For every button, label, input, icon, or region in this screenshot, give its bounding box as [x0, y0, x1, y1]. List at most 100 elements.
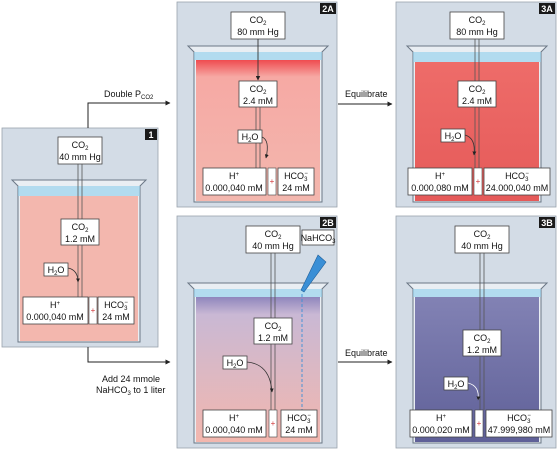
panel-2a-tag: 2A: [322, 4, 334, 14]
panel-1-tag-bg: [145, 129, 157, 140]
panel-3b-split-bar: [474, 409, 484, 438]
panel-2b-h-box: [202, 409, 267, 438]
panel-3b-co2-gas-box: [454, 225, 510, 254]
panel-3b: 3B CO2 40 mm Hg CO2 1.2 mM H2O H+ 0.000,…: [395, 215, 557, 449]
panel-3a-co2-diss-value: 2.4 mM: [462, 96, 492, 106]
panel-3a-tag-bg: [539, 3, 555, 14]
panel-3a-hco3-box: [483, 167, 551, 196]
panel-2b-co2-diss-box: [253, 317, 293, 345]
panel-3a-h-label: H+: [435, 171, 446, 181]
panel-3b-h2o-box: [443, 376, 469, 391]
panel-1-hco3-label: HCO3−: [104, 300, 128, 312]
panel-3a-split-bar: [473, 167, 483, 196]
panel-3b-h-box: [409, 409, 473, 438]
panel-1-co2-gas-box: [57, 136, 103, 165]
panel-2b-co2-diss-label: CO2: [265, 321, 283, 333]
panel-3b-co2-diss-value: 1.2 mM: [467, 345, 497, 355]
panel-1-water-rim: [18, 186, 140, 196]
panel-3b-hco3-box: [485, 409, 553, 438]
panel-1: 1 CO2 40 mm Hg CO2 1.2 mM H2O H+ 0.000,0…: [1, 127, 159, 348]
panel-2a-plus-marker: +: [270, 177, 275, 186]
panel-3b-co2-gas-label: CO2: [474, 229, 492, 241]
panel-2a-co2-diss-value: 2.4 mM: [243, 96, 273, 106]
panel-2a-h2o-arrow: [261, 136, 269, 159]
panel-3a-h-box: [407, 167, 473, 196]
flow-arrows: Double PCO2 Equilibrate Add 24 mmole NaH…: [87, 89, 393, 397]
panel-3a-water-rim: [413, 52, 541, 62]
panel-2a-split-bar: [267, 167, 277, 196]
panel-2b-split-bar: [268, 409, 278, 438]
panel-3a-co2-gas-value: 80 mm Hg: [456, 27, 498, 37]
panel-3b-co2-diss-box: [462, 329, 502, 357]
panel-3a-hco3-value: 24.000,040 mM: [486, 183, 549, 193]
arrow-double-pco2: [87, 100, 171, 128]
panel-3a-h2o-label: H2O: [445, 131, 462, 143]
panel-2b-hco3-value: 24 mM: [285, 425, 313, 435]
panel-3b-water-rim: [413, 289, 541, 297]
panel-3a-co2-gas-label: CO2: [469, 15, 487, 27]
panel-3b-h-label: H+: [436, 413, 447, 423]
panel-3b-co2-gas-value: 40 mm Hg: [461, 241, 503, 251]
panel-2b-water-rim: [194, 289, 322, 297]
panel-2b-nahco3-label: NaHCO3: [301, 233, 337, 245]
panel-2a-co2-diss-box: [238, 80, 278, 108]
panel-3a-tag: 3A: [541, 4, 553, 14]
panel-1-co2-gas-value: 40 mm Hg: [59, 152, 101, 162]
panel-1-hco3-value: 24 mM: [102, 312, 130, 322]
panel-1-co2-gas-label: CO2: [72, 140, 90, 152]
panel-3a-h-value: 0.000,080 mM: [411, 183, 469, 193]
arrow-equilibrate-top-label: Equilibrate: [345, 89, 388, 99]
panel-1-h-value: 0.000,040 mM: [26, 312, 84, 322]
panel-3b-h2o-arrow: [467, 382, 481, 401]
panel-3a-co2-diss-label: CO2: [469, 84, 487, 96]
panel-2a-tag-bg: [320, 3, 336, 14]
panel-1-h-box: [22, 296, 89, 325]
panel-2a-hco3-value: 24 mM: [282, 183, 310, 193]
panel-2a: 2A CO2 80 mm Hg CO2 2.4 mM H2O H+ 0.000,…: [176, 1, 338, 208]
panel-3a-hco3-label: HCO3−: [505, 171, 529, 183]
panel-2a-h-label: H+: [229, 171, 240, 181]
panel-3b-co2-diss-label: CO2: [474, 333, 492, 345]
panel-3b-hco3-value: 47.999,980 mM: [488, 425, 551, 435]
panel-1-plus-marker: +: [91, 306, 96, 315]
panel-1-co2-diss-label: CO2: [72, 222, 90, 234]
arrow-add-nahco3: [87, 347, 171, 365]
panel-2a-co2-diss-label: CO2: [250, 84, 268, 96]
panel-2a-h-value: 0.000,040 mM: [205, 183, 263, 193]
panel-3a-h2o-arrow: [464, 134, 477, 156]
panel-3b-plus-marker: +: [477, 419, 482, 428]
panel-3b-h2o-label: H2O: [448, 379, 465, 391]
arrow-double-pco2-label: Double PCO2: [104, 89, 154, 101]
panel-2b-h-value: 0.000,040 mM: [205, 425, 263, 435]
panel-2a-co2-gas-value: 80 mm Hg: [237, 27, 279, 37]
panel-2b-hco3-label: HCO3−: [287, 413, 311, 425]
panel-2b-h-label: H+: [229, 413, 240, 423]
panel-3a-plus-marker: +: [476, 177, 481, 186]
panel-1-h2o-label: H2O: [48, 265, 65, 277]
panel-2b-pipette: [300, 254, 327, 293]
panel-2b: 2B CO2 40 mm Hg NaHCO3 CO2 1.2 mM H2O H+…: [176, 215, 338, 449]
panel-3a: 3A CO2 80 mm Hg CO2 2.4 mM H2O H+ 0.000,…: [395, 1, 557, 208]
panel-1-hco3-box: [97, 296, 135, 325]
arrow-add-label-line2: NaHCO3 to 1 liter: [96, 385, 165, 397]
panel-1-tag: 1: [148, 130, 153, 140]
panel-1-co2-diss-value: 1.2 mM: [65, 234, 95, 244]
panel-2a-hco3-box: [277, 167, 315, 196]
panel-2a-h-box: [202, 167, 267, 196]
panel-3b-hco3-label: HCO3−: [507, 413, 531, 425]
panel-1-co2-diss-box: [60, 218, 100, 246]
panel-2b-h2o-arrow: [246, 361, 274, 393]
panel-2b-nahco3-box: [301, 229, 335, 246]
panel-2b-h2o-label: H2O: [227, 358, 244, 370]
panel-2b-co2-gas-label: CO2: [265, 229, 283, 241]
panel-2a-co2-gas-label: CO2: [250, 15, 268, 27]
panel-2b-tag-bg: [320, 217, 336, 228]
panel-2b-hco3-box: [280, 409, 318, 438]
panel-3a-co2-gas-box: [449, 11, 505, 40]
panel-1-h2o-box: [43, 262, 69, 277]
panel-2a-h2o-label: H2O: [242, 132, 259, 144]
panel-3a-co2-diss-box: [457, 80, 497, 108]
panel-2b-co2-gas-value: 40 mm Hg: [252, 241, 294, 251]
panel-1-h-label: H+: [50, 300, 61, 310]
